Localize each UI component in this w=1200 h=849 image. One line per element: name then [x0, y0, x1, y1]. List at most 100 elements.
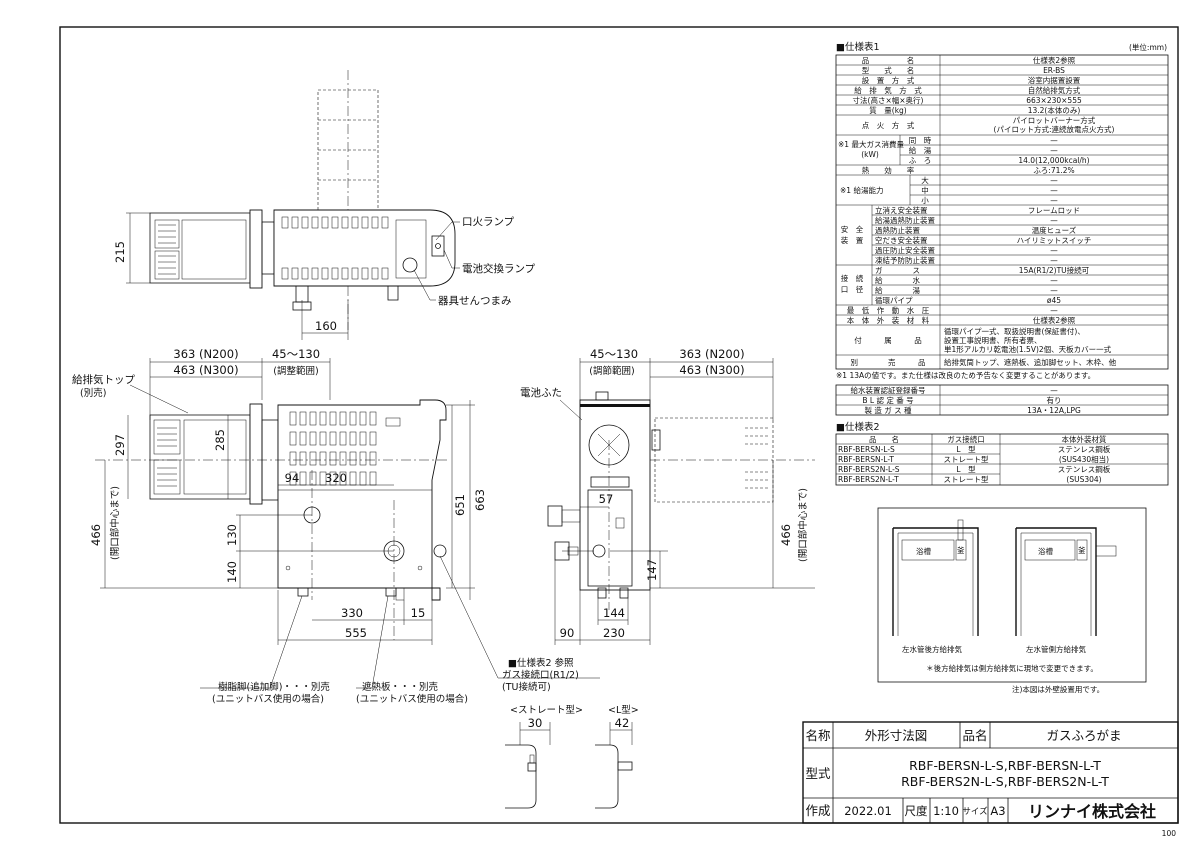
callout-heat-shield: 遮熱板・・・別売 [362, 681, 438, 693]
side-dim-45-130: 45～130 [590, 347, 638, 361]
spec2-model: RBF-BERS2N-L-T [838, 475, 899, 484]
callout-heat-shield-note: (ユニットバス使用の場合) [356, 693, 468, 705]
callout-spec-ref: ■仕様表2 参照 [508, 657, 574, 669]
sheet-border [59, 26, 1179, 824]
spec1-supply-value: — [1050, 186, 1058, 195]
spec2-header: ガス接続口 [947, 434, 985, 444]
detail-dim-30: 30 [528, 716, 543, 730]
spec1-efficiency-label: 熱 効 率 [862, 165, 915, 175]
tb-model-line2: RBF-BERS2N-L-S,RBF-BERS2N-L-T [901, 774, 1109, 789]
cert-label: B L 認 定 番 号 [862, 395, 913, 405]
install-kama-label: 釜 [1078, 545, 1086, 555]
front-dim-320: 320 [325, 471, 347, 485]
callout-resin-foot: 樹脂脚(追加脚)・・・別売 [218, 681, 330, 693]
front-dim-130: 130 [225, 524, 239, 546]
spec1-safety-item: 給湯過熱防止装置 [875, 215, 935, 225]
spec1-supply-sub: 中 [921, 185, 929, 195]
spec1-material-label: 本 体 外 装 材 料 [847, 315, 930, 325]
spec1-row-value: 浴室内据置設置 [1028, 75, 1081, 85]
spec1-row-value: 自然給排気方式 [1028, 85, 1081, 95]
spec1-gas-unit: (kW) [861, 150, 879, 159]
spec1-safety-item: 過熱防止装置 [875, 225, 920, 235]
detail-straight-label: <ストレート型> [510, 705, 583, 716]
front-dim-15: 15 [411, 606, 426, 620]
side-open-center: (開口部中心まで) [797, 488, 809, 562]
front-dim-285: 285 [213, 429, 227, 451]
spec1-connection-value: — [1050, 276, 1058, 285]
spec1-row-label: 寸法(高さ×幅×奥行) [853, 95, 924, 105]
spec1-connection-item: 給 水 [875, 275, 920, 285]
tb-company: リンナイ株式会社 [1028, 802, 1156, 821]
cert-value: 有り [1047, 395, 1062, 405]
tb-product-label: 品名 [962, 728, 987, 743]
top-view: 215 160 口火ランプ 電池交換ランプ 器具せんつまみ [113, 70, 536, 340]
spec1-unit: (単位:mm) [1129, 42, 1167, 52]
spec1-connection-value: — [1050, 286, 1058, 295]
spec1-safety-value: — [1050, 246, 1058, 255]
spec1-row-label: 品 名 [862, 55, 915, 65]
spec1-safety-value: — [1050, 216, 1058, 225]
spec1-accessories-line: 単1形アルカリ乾電池(1.5V)2個、天板カバー一式 [944, 344, 1112, 354]
spec1-safety-item: 空だき安全装置 [875, 235, 928, 245]
spec1-connection-item: 給 湯 [875, 285, 920, 295]
install-tub-label: 浴槽 [1038, 546, 1054, 556]
side-dim-466: 466 [779, 524, 793, 546]
front-dim-466: 466 [89, 524, 103, 546]
side-dim-57: 57 [599, 492, 614, 506]
spec2-title: ■仕様表2 [836, 421, 880, 433]
install-left-caption: 左水管後方給排気 [902, 644, 962, 654]
spec1-connection-item: 循環パイプ [875, 295, 913, 305]
front-adjust-range: (調整範囲) [273, 365, 318, 377]
label-battery-cover: 電池ふた [520, 386, 562, 399]
tb-size-label: サイズ [962, 806, 988, 817]
corner-page-number: 100 [1162, 829, 1177, 838]
install-right-caption: 左水管側方給排気 [1026, 644, 1086, 654]
spec1-supply-sub: 大 [921, 175, 929, 185]
spec1-gas-value: — [1050, 136, 1058, 145]
title-block: 名称 外形寸法図 品名 ガスふろがま 型式 RBF-BERSN-L-S,RBF-… [802, 721, 1179, 824]
cert-label: 給水装置認証登録番号 [851, 385, 926, 395]
spec1-safety-value: ハイリミットスイッチ [1017, 236, 1092, 245]
tb-name-value: 外形寸法図 [865, 728, 928, 743]
front-dim-651: 651 [453, 494, 467, 516]
front-dim-555: 555 [345, 626, 367, 640]
tb-scale-value: 1:10 [933, 804, 959, 818]
tb-product-value: ガスふろがま [1046, 728, 1121, 743]
spec1-material-value: 仕様表2参照 [1033, 315, 1076, 325]
front-dim-94: 94 [285, 471, 300, 485]
spec1-supply-value: — [1050, 196, 1058, 205]
spec1-row-value: 663×230×555 [1026, 96, 1082, 105]
spec-table-1: ■仕様表1 (単位:mm) 品 名 [835, 41, 1169, 380]
spec1-note: ※1 13Aの値です。また仕様は改良のため予告なく変更することがあります。 [836, 370, 1095, 380]
spec2-model: RBF-BERS2N-L-S [838, 465, 900, 474]
spec1-efficiency-value: ふろ:71.2% [1033, 166, 1074, 175]
front-dim-463: 463 (N300) [173, 363, 238, 377]
spec1-safety-item: 凍結予防防止装置 [875, 255, 935, 265]
spec2-conn: ストレート型 [944, 475, 989, 484]
spec1-row-label: 型 式 名 [862, 65, 915, 75]
spec1-supply-sub: 小 [921, 196, 929, 205]
spec2-conn: ストレート型 [944, 455, 989, 464]
label-flue-top-sold: (別売) [80, 387, 106, 399]
front-open-center: (開口部中心まで) [109, 486, 121, 560]
spec1-row-value: 13.2(本体のみ) [1028, 105, 1081, 115]
spec1-accessories-label: 付 属 品 [854, 335, 922, 345]
tb-name-label: 名称 [805, 728, 830, 743]
spec2-material: (SUS430相当) [1059, 454, 1109, 464]
tb-model-label: 型式 [805, 766, 831, 781]
spec1-accessories-line: 設置工事説明書、所有者票、 [944, 335, 1042, 345]
callout-resin-foot-note: (ユニットバス使用の場合) [212, 693, 324, 705]
spec1-ignition-value: (パイロット方式:連続放電点火方式) [994, 124, 1115, 134]
spec1-ignition-value: パイロットバーナー方式 [1013, 115, 1096, 125]
spec1-connection-value: ø45 [1047, 296, 1061, 305]
cert-value: 13A・12A,LPG [1027, 406, 1081, 415]
label-flue-top: 給排気トップ [72, 373, 135, 386]
side-dim-230: 230 [603, 626, 625, 640]
connector-details: <ストレート型> <L型> 30 42 [505, 705, 639, 809]
front-callouts: 樹脂脚(追加脚)・・・別売 (ユニットバス使用の場合) 遮熱板・・・別売 (ユニ… [200, 555, 600, 705]
tb-scale-label: 尺度 [905, 804, 928, 818]
spec1-safety-value: 温度ヒューズ [1032, 225, 1077, 235]
callout-tu: (TU接続可) [502, 681, 551, 693]
spec2-conn: L 型 [956, 445, 976, 454]
cert-table: 給水装置認証登録番号 — B L 認 定 番 号 有り 製 造 ガ ス 種 13… [835, 384, 1169, 416]
